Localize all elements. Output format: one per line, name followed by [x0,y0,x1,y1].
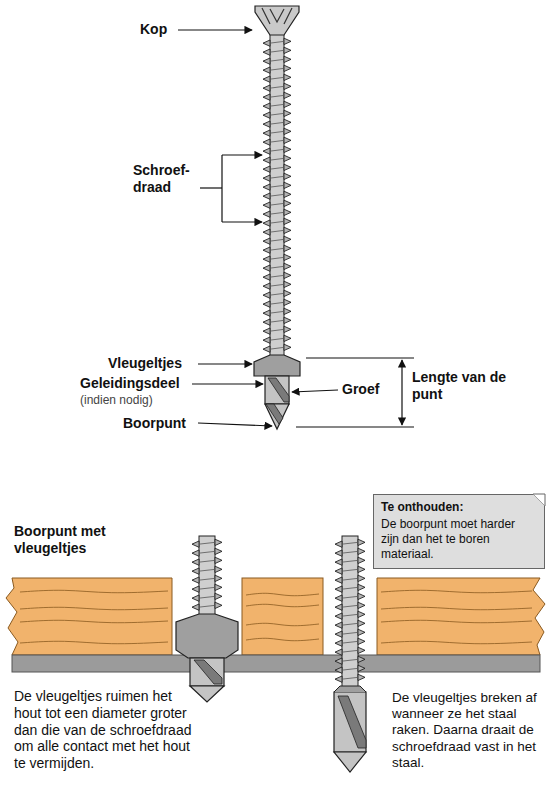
part-label: Kop [140,21,167,38]
note-box: Te onthouden: De boorpunt moet harder zij… [373,494,545,569]
part-label: Groef [342,381,379,398]
caption-text: De vleugeltjes breken af wanneer ze het … [392,690,548,771]
screw-top [254,6,300,429]
wood-planks [6,578,545,655]
screw-head [255,6,299,35]
part-label: Boorpunt [123,415,186,432]
wings [254,355,300,376]
caption-text: De vleugeltjes ruimen het hout tot een d… [14,688,196,772]
note-heading: Te onthouden: [381,500,532,515]
part-label: Vleugeltjes [108,355,182,372]
screw-right [334,536,366,772]
note-body: De boorpunt moet harder zijn dan het te … [381,517,532,562]
part-note: (indien nodig) [80,393,153,407]
screw-left [176,536,238,702]
flute [266,378,289,424]
leader-lines [178,30,414,427]
part-label: Schroef- draad [133,162,195,196]
figure-heading: Boorpunt met vleugeltjes [14,523,139,557]
steel-plate [12,655,540,672]
dimension-label: Lengte van de punt [412,369,512,403]
part-label: Geleidingsdeel [80,375,180,392]
